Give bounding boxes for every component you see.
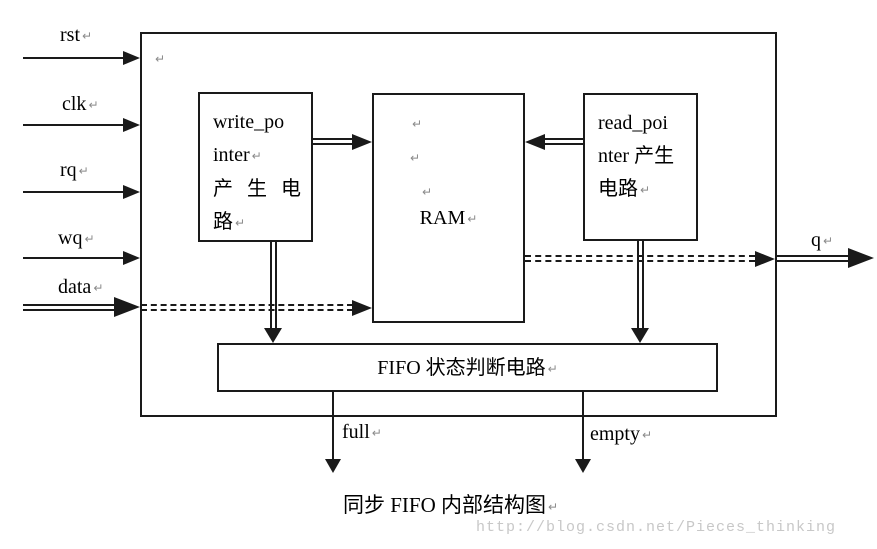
input-label-data: data↵ [58, 276, 104, 298]
write-to-status-arrowhead-icon [264, 328, 282, 343]
paragraph-mark: ↵ [422, 185, 433, 199]
q-output-bus [777, 255, 850, 262]
rst-arrowhead-icon [123, 51, 140, 65]
ram-block: ↵ ↵ ↵ RAM↵ [372, 93, 525, 323]
empty-arrow-line [582, 392, 584, 459]
ram-label: RAM↵ [419, 207, 478, 229]
paragraph-mark: ↵ [93, 281, 104, 295]
output-label-full: full↵ [342, 421, 382, 443]
data-bus-line [23, 304, 115, 311]
write-to-ram-arrowhead-icon [352, 134, 372, 150]
data-arrowhead-icon [114, 297, 140, 317]
paragraph-mark: ↵ [78, 164, 89, 178]
clk-arrow-line [23, 124, 123, 126]
paragraph-mark: ↵ [642, 428, 653, 442]
paragraph-mark: ↵ [548, 500, 559, 514]
empty-arrowhead-icon [575, 459, 591, 473]
q-arrowhead-icon [848, 248, 874, 268]
data-dashed-bus [141, 304, 353, 311]
fifo-status-block: FIFO 状态判断电路↵ [217, 343, 718, 392]
read-to-status-bus [637, 241, 644, 328]
paragraph-mark: ↵ [371, 426, 382, 440]
wq-arrowhead-icon [123, 251, 140, 265]
rq-arrowhead-icon [123, 185, 140, 199]
paragraph-mark: ↵ [82, 29, 93, 43]
fifo-status-label: FIFO 状态判断电路↵ [377, 357, 558, 379]
read-pointer-block: read_poi nter 产生 电路↵ [583, 93, 698, 241]
wq-arrow-line [23, 257, 123, 259]
paragraph-mark: ↵ [467, 212, 478, 226]
read-to-ram-bus [545, 138, 583, 145]
paragraph-mark: ↵ [84, 232, 95, 246]
watermark-url: http://blog.csdn.net/Pieces_thinking [476, 519, 837, 536]
output-label-empty: empty↵ [590, 423, 653, 445]
paragraph-mark: ↵ [155, 52, 166, 66]
write-pointer-text: write_po inter↵ 产 生 电 路↵ [213, 111, 301, 233]
diagram-caption: 同步 FIFO 内部结构图↵ [343, 493, 559, 517]
read-pointer-text: read_poi nter 产生 电路↵ [598, 112, 675, 200]
read-to-ram-arrowhead-icon [525, 134, 545, 150]
write-to-ram-bus [313, 138, 353, 145]
paragraph-mark: ↵ [412, 117, 423, 131]
write-pointer-block: write_po inter↵ 产 生 电 路↵ [198, 92, 313, 242]
paragraph-mark: ↵ [251, 149, 262, 163]
paragraph-mark: ↵ [88, 98, 99, 112]
paragraph-mark: ↵ [547, 362, 558, 376]
clk-arrowhead-icon [123, 118, 140, 132]
ram-output-arrowhead-icon [755, 251, 775, 267]
read-to-status-arrowhead-icon [631, 328, 649, 343]
input-label-wq: wq↵ [58, 227, 95, 249]
rq-arrow-line [23, 191, 123, 193]
data-dashed-arrowhead-icon [352, 300, 372, 316]
ram-output-dashed-bus [525, 255, 755, 262]
paragraph-mark: ↵ [235, 216, 246, 230]
full-arrow-line [332, 392, 334, 459]
input-label-rq: rq↵ [60, 159, 89, 181]
paragraph-mark: ↵ [640, 183, 651, 197]
write-to-status-bus [270, 242, 277, 328]
output-label-q: q↵ [811, 229, 834, 251]
input-label-rst: rst↵ [60, 24, 93, 46]
paragraph-mark: ↵ [823, 234, 834, 248]
input-label-clk: clk↵ [62, 93, 99, 115]
rst-arrow-line [23, 57, 123, 59]
full-arrowhead-icon [325, 459, 341, 473]
paragraph-mark: ↵ [410, 151, 421, 165]
